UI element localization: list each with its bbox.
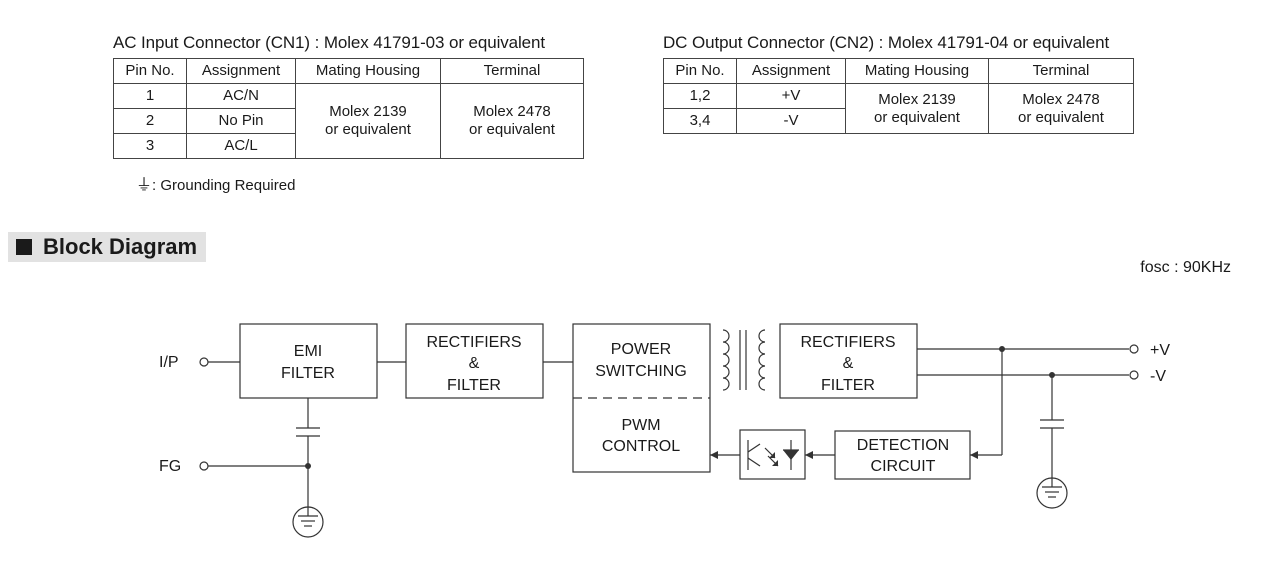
out-pos-label: +V bbox=[1150, 342, 1170, 359]
detection-label-2: CIRCUIT bbox=[871, 458, 936, 475]
fg-terminal bbox=[199, 461, 209, 471]
junction-dot bbox=[305, 463, 311, 469]
dc-housing-line2: or equivalent bbox=[874, 108, 960, 126]
dc-terminal-line1: Molex 2478 bbox=[1022, 90, 1100, 108]
light-arrow-icon bbox=[769, 452, 775, 458]
ac-header-assignment: Assignment bbox=[186, 58, 296, 84]
emi-label-2: FILTER bbox=[281, 365, 335, 382]
dc-terminal-line2: or equivalent bbox=[1018, 108, 1104, 126]
dc-header-pin: Pin No. bbox=[663, 58, 737, 84]
rect2-label-1: RECTIFIERS bbox=[800, 334, 895, 351]
transformer-primary-icon bbox=[722, 329, 730, 391]
rect1-label-1: RECTIFIERS bbox=[426, 334, 521, 351]
dc-connector-table: Pin No. Assignment Mating Housing Termin… bbox=[663, 58, 1134, 134]
grounding-note: ⏚: Grounding Required bbox=[136, 171, 295, 195]
rect1-label-2: & bbox=[469, 355, 480, 372]
emi-filter-box bbox=[239, 323, 378, 399]
ac-assignment-cell: AC/N bbox=[186, 83, 296, 109]
dc-pin-cell: 1,2 bbox=[663, 83, 737, 109]
dc-terminal-cell: Molex 2478 or equivalent bbox=[988, 83, 1134, 134]
dc-assignment-cell: +V bbox=[736, 83, 846, 109]
ac-assignment-cell: AC/L bbox=[186, 133, 296, 159]
out-neg-label: -V bbox=[1150, 368, 1166, 385]
ac-terminal-line2: or equivalent bbox=[469, 121, 555, 138]
ac-pin-cell: 3 bbox=[113, 133, 187, 159]
ac-housing-cell: Molex 2139 or equivalent bbox=[295, 83, 441, 159]
light-arrow-icon bbox=[772, 460, 778, 466]
rect2-label-3: FILTER bbox=[821, 377, 875, 394]
ac-header-pin: Pin No. bbox=[113, 58, 187, 84]
ip-label: I/P bbox=[159, 354, 179, 371]
ac-housing-line1: Molex 2139 bbox=[329, 103, 407, 120]
arrow-icon bbox=[970, 451, 978, 459]
ac-header-housing: Mating Housing bbox=[295, 58, 441, 84]
fg-label: FG bbox=[159, 458, 181, 475]
grounding-icon: ⏚ bbox=[136, 177, 153, 194]
power-label-1: POWER bbox=[611, 341, 671, 358]
pwm-label-1: PWM bbox=[621, 417, 660, 434]
diode-arrow-icon bbox=[783, 450, 799, 460]
dc-table-title: DC Output Connector (CN2) : Molex 41791-… bbox=[663, 33, 1110, 52]
out-pos-terminal bbox=[1129, 344, 1139, 354]
dc-header-assignment: Assignment bbox=[736, 58, 846, 84]
rect1-label-3: FILTER bbox=[447, 377, 501, 394]
ac-table-title: AC Input Connector (CN1) : Molex 41791-0… bbox=[113, 33, 546, 52]
arrow-icon bbox=[805, 451, 813, 459]
square-bullet-icon bbox=[16, 239, 32, 255]
ac-header-terminal: Terminal bbox=[440, 58, 584, 84]
section-title: Block Diagram bbox=[43, 234, 198, 259]
ac-assignment-cell: No Pin bbox=[186, 108, 296, 134]
ac-terminal-line1: Molex 2478 bbox=[473, 103, 551, 120]
ac-connector-table: Pin No. Assignment Mating Housing Termin… bbox=[113, 58, 584, 159]
ac-terminal-cell: Molex 2478 or equivalent bbox=[440, 83, 584, 159]
rectifiers-filter-box-1 bbox=[405, 323, 544, 399]
emi-label-1: EMI bbox=[294, 343, 322, 360]
detection-label-1: DETECTION bbox=[857, 437, 949, 454]
dc-pin-cell: 3,4 bbox=[663, 108, 737, 134]
dc-assignment-cell: -V bbox=[736, 108, 846, 134]
power-label-2: SWITCHING bbox=[595, 363, 687, 380]
rect2-label-2: & bbox=[843, 355, 854, 372]
rectifiers-filter-box-2 bbox=[779, 323, 918, 399]
ac-housing-line2: or equivalent bbox=[325, 121, 411, 138]
out-neg-terminal bbox=[1129, 370, 1139, 380]
fosc-label: fosc : 90KHz bbox=[1140, 259, 1231, 276]
ac-pin-cell: 2 bbox=[113, 108, 187, 134]
grounding-note-text: : Grounding Required bbox=[152, 177, 296, 194]
pwm-label-2: CONTROL bbox=[602, 438, 680, 455]
dc-housing-cell: Molex 2139 or equivalent bbox=[845, 83, 989, 134]
junction-dot bbox=[1049, 372, 1055, 378]
transformer-secondary-icon bbox=[758, 329, 766, 391]
dc-housing-line1: Molex 2139 bbox=[878, 90, 956, 108]
junction-dot bbox=[999, 346, 1005, 352]
ip-terminal bbox=[199, 357, 209, 367]
ground-icon-left bbox=[292, 506, 324, 538]
arrow-icon bbox=[710, 451, 718, 459]
section-header: Block Diagram bbox=[8, 232, 206, 262]
